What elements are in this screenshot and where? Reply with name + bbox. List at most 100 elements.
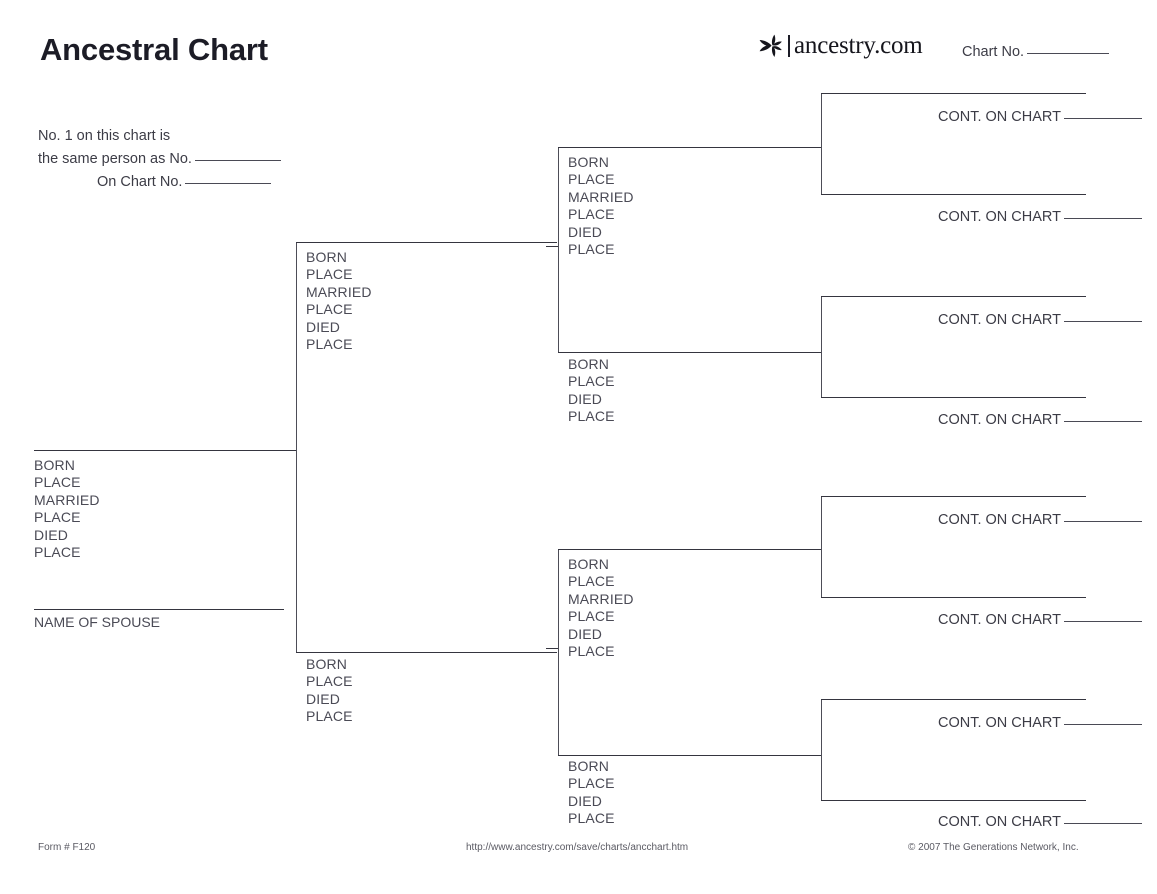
on-chart-no-field[interactable]: On Chart No. xyxy=(97,174,272,190)
gen4-person11-cont-label: CONT. ON CHART xyxy=(938,412,1061,428)
connector-gen3-mgf-to-gen4 xyxy=(809,549,822,550)
gen3-pgf-field-born: BORN xyxy=(568,154,610,170)
gen3-pgf-field-place1: PLACE xyxy=(568,171,615,188)
gen4-person12-cont-field[interactable]: CONT. ON CHART xyxy=(938,512,1142,528)
gen3-mgf-field-place1: PLACE xyxy=(568,573,615,590)
gen4-person10-name-line[interactable] xyxy=(821,296,1086,297)
person1-field-died: DIED xyxy=(34,526,69,543)
chart-number-field[interactable]: Chart No. xyxy=(962,44,1110,60)
footer-form-number: Form # F120 xyxy=(38,842,96,853)
gen2-mother-field-born: BORN xyxy=(306,656,348,672)
gen4-person9-cont-blank[interactable] xyxy=(1064,218,1142,219)
gen4-person9-cont-label: CONT. ON CHART xyxy=(938,209,1061,225)
gen4-person10-cont-field[interactable]: CONT. ON CHART xyxy=(938,312,1142,328)
gen3-mgm-field-place2: PLACE xyxy=(568,810,615,827)
person1-spouse-line[interactable] xyxy=(34,609,284,610)
gen3-mgf-field-died: DIED xyxy=(568,625,603,642)
gen2-mother-field-died: DIED xyxy=(306,690,341,707)
person1-spouse-label: NAME OF SPOUSE xyxy=(34,614,161,630)
gen3-mgf-field-married: MARRIED xyxy=(568,590,634,607)
gen4-person13-cont-field[interactable]: CONT. ON CHART xyxy=(938,612,1142,628)
connector-gen3-mgm-to-gen4 xyxy=(809,755,822,756)
footer-copyright: © 2007 The Generations Network, Inc. xyxy=(908,842,1079,853)
gen4-bracket-b-spine xyxy=(821,296,822,397)
gen3-pgf-field-died: DIED xyxy=(568,223,603,240)
gen4-bracket-d-spine xyxy=(821,699,822,800)
footer-url[interactable]: http://www.ancestry.com/save/charts/ancc… xyxy=(466,842,689,853)
gen2-mother-name-line[interactable] xyxy=(296,652,557,653)
gen4-person14-cont-label: CONT. ON CHART xyxy=(938,715,1061,731)
ancestry-leaf-logo-icon xyxy=(757,33,787,59)
gen2-mother-field-place1: PLACE xyxy=(306,673,353,690)
gen4-person8-name-line[interactable] xyxy=(821,93,1086,94)
gen4-person15-cont-blank[interactable] xyxy=(1064,823,1142,824)
gen3-pgm-name-line[interactable] xyxy=(558,352,820,353)
gen3-lower-spine xyxy=(558,549,559,755)
gen3-pgm-field-place2: PLACE xyxy=(568,408,615,425)
connector-gen2-mother-to-gen3 xyxy=(546,648,559,649)
gen3-pgm-field-died: DIED xyxy=(568,390,603,407)
gen4-person15-cont-field[interactable]: CONT. ON CHART xyxy=(938,814,1142,830)
gen2-father-name-line[interactable] xyxy=(296,242,557,243)
gen4-person8-cont-field[interactable]: CONT. ON CHART xyxy=(938,109,1142,125)
gen3-mgf-field-born: BORN xyxy=(568,556,610,572)
chart-number-blank[interactable] xyxy=(1027,53,1110,54)
gen4-person11-cont-blank[interactable] xyxy=(1064,421,1142,422)
gen2-father-field-married: MARRIED xyxy=(306,283,372,300)
ancestry-brand: ancestry.com xyxy=(757,31,923,61)
gen4-person11-cont-field[interactable]: CONT. ON CHART xyxy=(938,412,1142,428)
gen2-father-field-died: DIED xyxy=(306,318,341,335)
gen2-father-fields: BORN PLACE MARRIED PLACE DIED PLACE xyxy=(306,249,372,353)
gen4-person14-cont-blank[interactable] xyxy=(1064,724,1142,725)
page-title: Ancestral Chart xyxy=(40,32,268,67)
gen4-person15-cont-label: CONT. ON CHART xyxy=(938,814,1061,830)
gen4-person8-cont-blank[interactable] xyxy=(1064,118,1142,119)
on-chart-no-blank[interactable] xyxy=(185,183,272,184)
same-person-no-blank[interactable] xyxy=(194,160,281,161)
person1-field-place2: PLACE xyxy=(34,509,81,526)
gen4-bracket-c-spine xyxy=(821,496,822,597)
gen2-mother-fields: BORN PLACE DIED PLACE xyxy=(306,656,353,726)
gen4-person11-name-line[interactable] xyxy=(821,397,1086,398)
person1-name-line[interactable] xyxy=(34,450,284,451)
gen3-mgf-field-place3: PLACE xyxy=(568,643,615,660)
gen3-pgf-name-line[interactable] xyxy=(558,147,820,148)
gen4-bracket-a-spine xyxy=(821,93,822,194)
note-line-2[interactable]: the same person as No. xyxy=(38,148,281,171)
gen4-person10-cont-blank[interactable] xyxy=(1064,321,1142,322)
person1-field-place1: PLACE xyxy=(34,474,81,491)
gen3-pgf-field-place2: PLACE xyxy=(568,206,615,223)
on-chart-no-label: On Chart No. xyxy=(97,174,183,190)
gen4-person14-cont-field[interactable]: CONT. ON CHART xyxy=(938,715,1142,731)
gen2-spine xyxy=(296,242,297,653)
gen4-person12-name-line[interactable] xyxy=(821,496,1086,497)
gen4-person12-cont-label: CONT. ON CHART xyxy=(938,512,1061,528)
gen4-person13-name-line[interactable] xyxy=(821,597,1086,598)
gen3-pgm-field-born: BORN xyxy=(568,356,610,372)
gen3-mgm-fields: BORN PLACE DIED PLACE xyxy=(568,758,615,828)
chart-number-label: Chart No. xyxy=(962,44,1025,60)
gen4-person14-name-line[interactable] xyxy=(821,699,1086,700)
gen3-mgm-field-place1: PLACE xyxy=(568,775,615,792)
gen3-mgf-name-line[interactable] xyxy=(558,549,820,550)
gen4-person15-name-line[interactable] xyxy=(821,800,1086,801)
connector-gen2-father-to-gen3 xyxy=(546,246,559,247)
gen4-person9-cont-field[interactable]: CONT. ON CHART xyxy=(938,209,1142,225)
gen3-pgf-fields: BORN PLACE MARRIED PLACE DIED PLACE xyxy=(568,154,634,258)
gen3-mgm-name-line[interactable] xyxy=(558,755,820,756)
gen3-mgf-fields: BORN PLACE MARRIED PLACE DIED PLACE xyxy=(568,556,634,660)
gen3-pgf-field-married: MARRIED xyxy=(568,188,634,205)
gen4-person13-cont-label: CONT. ON CHART xyxy=(938,612,1061,628)
gen4-person9-name-line[interactable] xyxy=(821,194,1086,195)
connector-gen3-pgf-to-gen4 xyxy=(809,147,822,148)
gen3-mgm-field-born: BORN xyxy=(568,758,610,774)
person1-field-born: BORN xyxy=(34,457,76,473)
gen3-pgm-field-place1: PLACE xyxy=(568,373,615,390)
gen2-father-field-place1: PLACE xyxy=(306,266,353,283)
gen4-person12-cont-blank[interactable] xyxy=(1064,521,1142,522)
gen4-person10-cont-label: CONT. ON CHART xyxy=(938,312,1061,328)
gen2-mother-field-place2: PLACE xyxy=(306,708,353,725)
connector-person1-to-gen2 xyxy=(284,450,297,451)
gen4-person13-cont-blank[interactable] xyxy=(1064,621,1142,622)
